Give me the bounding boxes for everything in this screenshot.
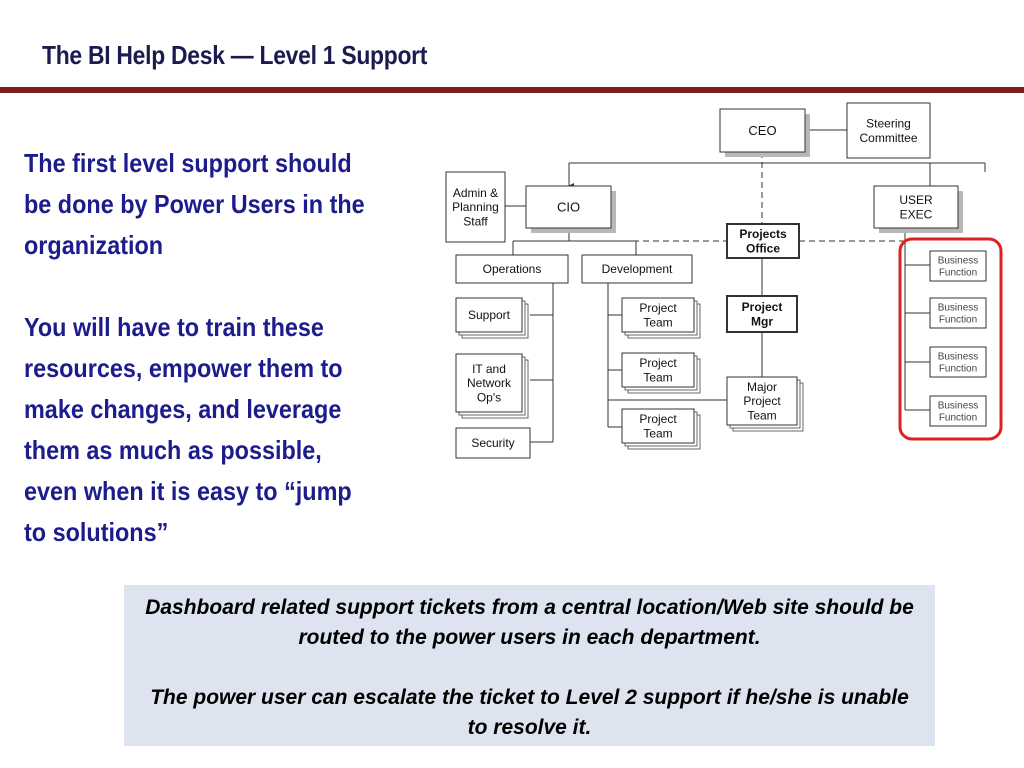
projects-office-box-label: Office [746, 241, 780, 255]
callout-line-1: Dashboard related support tickets from a… [145, 596, 914, 649]
left-paragraph-2: You will have to train these resources, … [24, 312, 352, 547]
support-box: Support [455, 297, 529, 339]
major-project-team-box-label: Project [743, 394, 781, 408]
major-project-team-box-label: Team [747, 409, 776, 423]
page-title: The BI Help Desk — Level 1 Support [42, 40, 428, 70]
business-function-box-3-label: Function [939, 364, 977, 375]
development-box-label: Development [602, 262, 673, 276]
user-exec-box-label: EXEC [900, 207, 933, 221]
business-function-box-2-label: Function [939, 315, 977, 326]
security-box: Security [455, 427, 531, 459]
operations-box: Operations [455, 254, 569, 284]
admin-planning-box-label: Admin & [453, 186, 498, 200]
org-connectors [505, 129, 986, 443]
business-function-box-2-label: Business [938, 303, 979, 314]
callout-box: Dashboard related support tickets from a… [124, 585, 935, 746]
left-paragraph-1: The first level support should be done b… [24, 148, 365, 260]
project-team-box-2-label: Project [639, 356, 677, 370]
ceo-box: CEO [719, 108, 810, 157]
steering-committee-box-label: Steering [866, 117, 911, 131]
business-function-box-1-label: Function [939, 268, 977, 279]
ceo-box-label: CEO [748, 123, 776, 138]
major-project-team-box-label: Major [747, 380, 777, 394]
project-team-box-2-label: Team [643, 370, 672, 384]
title-divider [0, 87, 1024, 93]
development-box: Development [581, 254, 693, 284]
admin-planning-box-label: Staff [463, 215, 488, 229]
support-box-label: Support [468, 308, 511, 322]
business-function-box-1-label: Business [938, 256, 979, 267]
left-text-block: The first level support should be done b… [24, 143, 375, 553]
project-team-box-3-label: Project [639, 412, 677, 426]
operations-box-label: Operations [483, 262, 542, 276]
it-network-box-label: Network [467, 376, 512, 390]
security-box-label: Security [471, 436, 514, 450]
projects-office-box-label: Projects [739, 227, 787, 241]
project-team-box-1-label: Project [639, 301, 677, 315]
project-team-box-1-label: Team [643, 315, 672, 329]
callout-line-2: The power user can escalate the ticket t… [150, 686, 909, 739]
business-function-box-4-label: Function [939, 413, 977, 424]
business-function-box-4-label: Business [938, 401, 979, 412]
cio-box-label: CIO [557, 200, 580, 215]
it-network-box-label: Op's [477, 391, 501, 405]
steering-committee-box-label: Committee [859, 131, 917, 145]
project-mgr-box-label: Project [742, 300, 783, 314]
project-mgr-box-label: Mgr [751, 314, 773, 328]
project-team-box-3-label: Team [643, 426, 672, 440]
business-function-highlight [898, 237, 1003, 441]
it-network-box-label: IT and [472, 362, 506, 376]
cio-box: CIO [525, 185, 616, 233]
admin-planning-box-label: Planning [452, 200, 499, 214]
user-exec-box-label: USER [899, 193, 933, 207]
business-function-box-3-label: Business [938, 352, 979, 363]
